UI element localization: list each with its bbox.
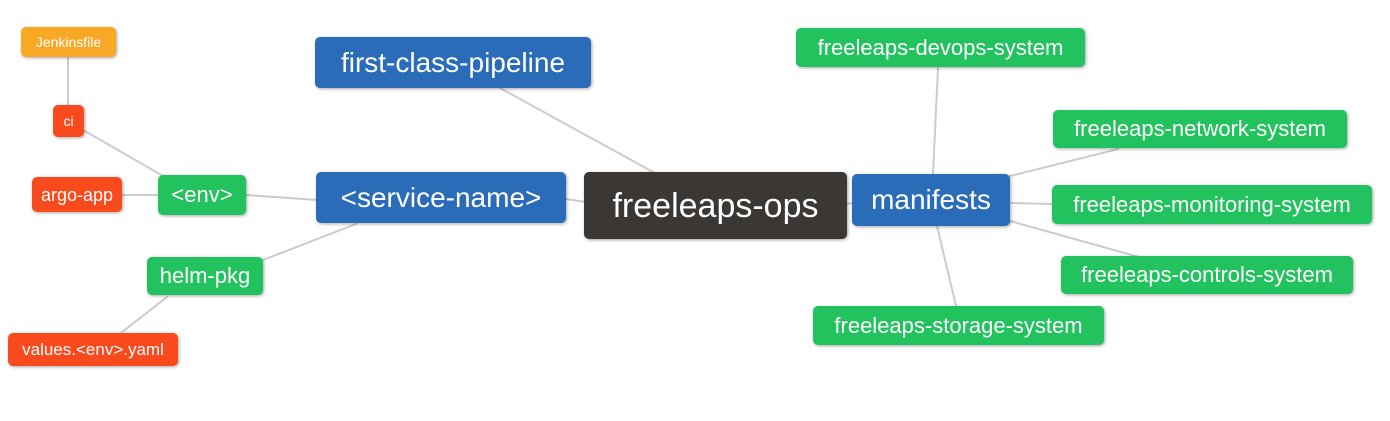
node-freeleaps-ops[interactable]: freeleaps-ops [584, 172, 847, 239]
node-storage-system[interactable]: freeleaps-storage-system [813, 306, 1104, 345]
edge-service-name-freeleaps-ops [565, 198, 586, 203]
node-jenkinsfile[interactable]: Jenkinsfile [21, 27, 116, 57]
node-monitoring-system[interactable]: freeleaps-monitoring-system [1052, 185, 1372, 224]
edge-manifests-monitoring-system [1010, 202, 1054, 205]
edge-values-env-yaml-helm-pkg [116, 296, 168, 337]
node-network-system[interactable]: freeleaps-network-system [1053, 110, 1347, 148]
edge-first-class-pipeline-freeleaps-ops [499, 87, 654, 173]
node-devops-system[interactable]: freeleaps-devops-system [796, 28, 1085, 67]
edge-manifests-controls-system [1009, 220, 1140, 258]
node-env[interactable]: <env> [158, 175, 246, 215]
edge-manifests-network-system [1009, 148, 1119, 177]
node-values-env-yaml[interactable]: values.<env>.yaml [8, 333, 178, 366]
edge-freeleaps-ops-manifests [845, 202, 854, 205]
node-first-class-pipeline[interactable]: first-class-pipeline [315, 37, 591, 88]
edge-helm-pkg-service-name [262, 223, 357, 261]
node-argo-app[interactable]: argo-app [32, 177, 122, 212]
node-manifests[interactable]: manifests [852, 174, 1010, 226]
node-ci[interactable]: ci [53, 105, 84, 137]
edge-ci-env [84, 130, 164, 177]
node-service-name[interactable]: <service-name> [316, 172, 566, 223]
edge-manifests-devops-system [932, 67, 939, 175]
node-helm-pkg[interactable]: helm-pkg [147, 257, 263, 295]
node-controls-system[interactable]: freeleaps-controls-system [1061, 256, 1353, 294]
edge-env-service-name [245, 194, 318, 201]
edge-manifests-storage-system [936, 225, 957, 307]
